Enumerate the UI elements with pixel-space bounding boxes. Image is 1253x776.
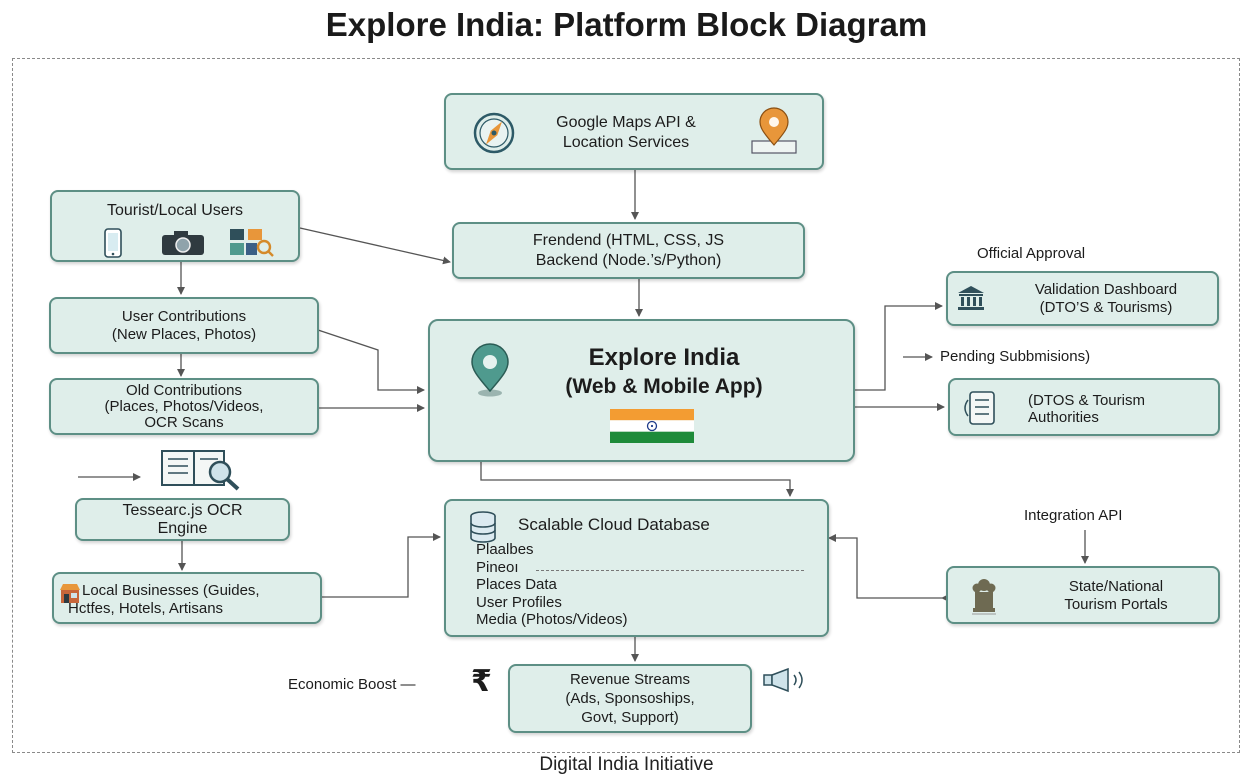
frontend-line2: Backend (Node.’s/Python): [535, 251, 722, 269]
ocr-line2: Engine: [157, 519, 208, 537]
location-pin-icon: [751, 107, 797, 154]
ocr-engine-node: Tessearc.js OCR Engine: [75, 498, 290, 541]
ocr-line1: Tessearc.js OCR: [122, 501, 243, 519]
arrow-local-db: [322, 533, 441, 598]
frontend-backend-node: Frendend (HTML, CSS, JS Backend (Node.’s…: [452, 222, 805, 279]
db-item: Places Data: [476, 576, 557, 593]
dashed-frame: [12, 58, 1240, 753]
db-title: Scalable Cloud Database: [518, 515, 710, 534]
arrow-app-db: [480, 462, 794, 497]
checklist-icon: [964, 391, 995, 425]
db-item: User Profiles: [476, 593, 562, 611]
google-maps-node: Google Maps API & Location Services: [444, 93, 824, 170]
local-businesses-node: Local Businesses (Guides, Hctfes, Hotels…: [52, 572, 322, 624]
app-title: Explore India: [588, 344, 740, 371]
tourist-users-node: Tourist/Local Users: [50, 190, 300, 262]
contrib-line1: User Contributions: [121, 307, 247, 325]
arrow-contrib-app: [317, 329, 425, 394]
camera-icon: [162, 231, 204, 255]
validation-dashboard-node: Validation Dashboard (DTO’S & Tourisms): [946, 271, 1219, 326]
cloud-database-node: Scalable Cloud Database Plaalbes Pineoı …: [444, 499, 829, 637]
tourist-label: Tourist/Local Users: [106, 202, 244, 219]
pending-submissions-label: Pending Subbmisions): [940, 348, 1091, 365]
official-approval-label: Official Approval: [977, 245, 1086, 262]
contrib-line2: (New Places, Photos): [111, 325, 257, 343]
maps-line1: Google Maps API &: [556, 114, 696, 131]
arrow-tourist-frontend: [299, 227, 451, 265]
old-line1: Old Contributions: [126, 381, 242, 399]
revenue-line3: Govt, Support): [581, 709, 679, 726]
revenue-line2: (Ads, Sponsoships,: [565, 690, 695, 707]
tourism-authorities-node: (DTOS & Tourism Authorities: [948, 378, 1220, 436]
integration-api-label: Integration API: [1024, 507, 1123, 524]
economic-boost-label: Economic Boost —: [288, 676, 416, 693]
validation-line2: (DTO’S & Tourisms): [1039, 299, 1173, 316]
book-magnifier-icon: [161, 450, 240, 491]
db-item: Plaalbes: [476, 541, 534, 558]
tourism-portals-node: State/National Tourism Portals: [946, 566, 1220, 624]
explore-india-app-node: Explore India (Web & Mobile App): [428, 319, 855, 462]
revenue-streams-node: Revenue Streams (Ads, Sponsoships, Govt,…: [508, 664, 752, 733]
validation-line1: Validation Dashboard: [1034, 281, 1178, 298]
maps-line2: Location Services: [562, 134, 690, 151]
india-flag-icon: [610, 409, 694, 443]
user-contributions-node: User Contributions (New Places, Photos): [49, 297, 319, 354]
diagram-title: Explore India: Platform Block Diagram: [325, 6, 928, 43]
arrow-portals-db: [828, 534, 949, 602]
shop-icon: [60, 584, 80, 603]
gallery-icon: [230, 229, 274, 257]
old-line2: (Places, Photos/Videos,: [104, 397, 264, 415]
portals-line2: Tourism Portals: [1064, 596, 1168, 613]
db-item: Media (Photos/Videos): [476, 611, 628, 628]
compass-icon: [473, 112, 515, 154]
database-icon: [470, 511, 496, 543]
government-building-icon: [958, 286, 984, 310]
local-line2: Hctfes, Hotels, Artisans: [68, 600, 224, 617]
national-emblem-icon: [972, 579, 996, 615]
arrow-app-validation: [855, 302, 943, 391]
location-pin-icon: [471, 343, 509, 397]
frontend-line1: Frendend (HTML, CSS, JS: [532, 231, 725, 249]
db-item: Pineoı: [476, 558, 519, 576]
local-line1: Local Businesses (Guides,: [82, 582, 260, 599]
footer-caption: Digital India Initiative: [539, 754, 714, 775]
app-subtitle: (Web & Mobile App): [565, 375, 763, 398]
authorities-line1: (DTOS & Tourism: [1028, 392, 1145, 409]
rupee-icon: ₹: [471, 665, 492, 698]
megaphone-icon: [763, 667, 803, 693]
db-separator: [536, 570, 804, 571]
revenue-line1: Revenue Streams: [569, 671, 691, 688]
old-contributions-node: Old Contributions (Places, Photos/Videos…: [49, 378, 319, 435]
smartphone-icon: [104, 228, 122, 258]
portals-line1: State/National: [1068, 578, 1164, 595]
authorities-line2: Authorities: [1028, 409, 1099, 426]
old-line3: OCR Scans: [144, 413, 224, 431]
